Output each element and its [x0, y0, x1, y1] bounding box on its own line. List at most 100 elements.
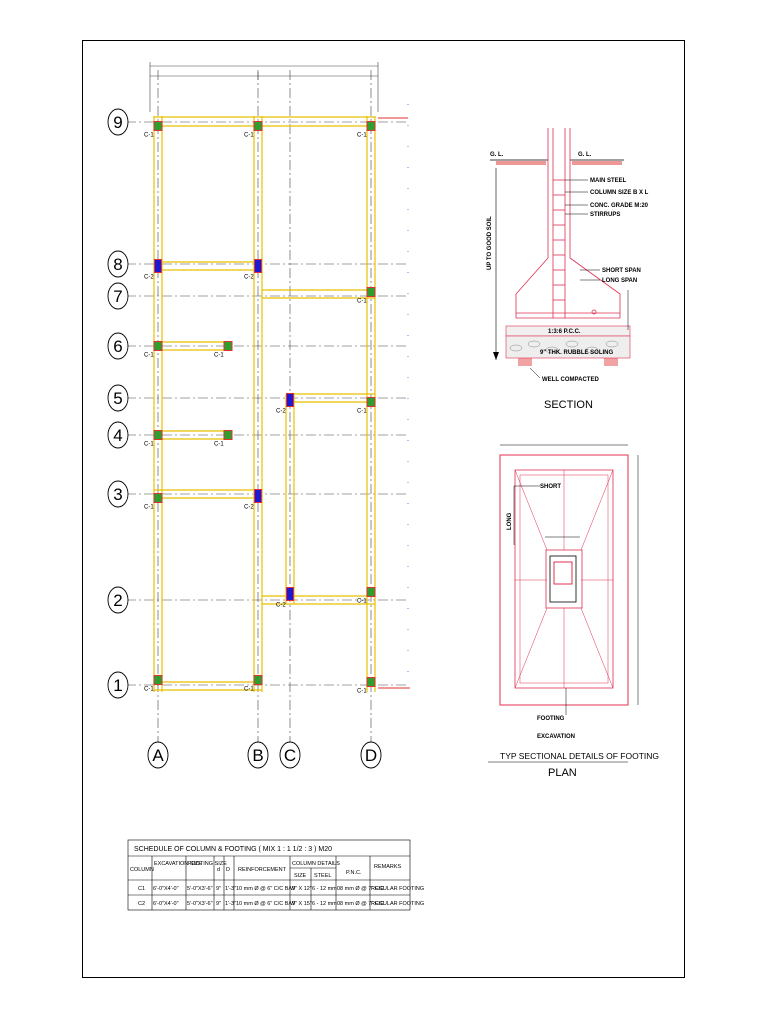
column-tag: C-1: [144, 687, 154, 693]
top-dimension: [149, 62, 379, 112]
column-c1: C-1: [214, 430, 233, 448]
column-c1: C-1: [144, 341, 163, 359]
table-cell: 6'-0"X4'-0": [153, 886, 179, 892]
table-cell: 5'-0"X3'-6": [187, 901, 213, 907]
gl-left-label: G. L.: [490, 152, 504, 158]
section-detail: [490, 128, 631, 379]
section-label-main-steel: MAIN STEEL: [590, 178, 627, 184]
grid-bubble-row-1: 1: [107, 671, 129, 699]
column-tag: C-2: [144, 275, 154, 281]
column-c1: C-1: [357, 677, 376, 695]
section-label-long-span: LONG SPAN: [602, 278, 637, 284]
table-cell: 9": [216, 901, 221, 907]
grid-col-label: D: [365, 746, 377, 765]
section-label-stirrups: STIRRUPS: [590, 212, 620, 218]
column-tag: C-1: [214, 442, 224, 448]
grid-row-label: 9: [113, 113, 122, 132]
table-cell: REGULAR FOOTING: [371, 901, 424, 907]
plan-excavation-label: EXCAVATION: [537, 734, 575, 740]
column-tag: C-1: [357, 133, 367, 139]
grid-row-label: 6: [113, 337, 122, 356]
column-tag: C-1: [357, 299, 367, 305]
grid-col-label: B: [252, 746, 263, 765]
column-c1: C-1: [357, 397, 376, 415]
plan-title: PLAN: [548, 767, 577, 779]
column-c2: C-2: [276, 587, 294, 609]
column-tag: C-1: [357, 689, 367, 695]
table-cell: 9": [216, 886, 221, 892]
grid-row-label: 4: [113, 426, 122, 445]
column-tag: C-2: [244, 275, 254, 281]
table-cell: REGULAR FOOTING: [371, 886, 424, 892]
column-tag: C-2: [244, 505, 254, 511]
column-c1: C-1: [144, 675, 163, 693]
column-tag: C-1: [357, 599, 367, 605]
column-c1: C-1: [144, 493, 163, 511]
column-c2: C-2: [244, 259, 262, 281]
table-cell: 10 mm Ø @ 6" C/C B/W: [236, 901, 296, 907]
table-cell: 10 mm Ø @ 6" C/C B/W: [236, 886, 296, 892]
column-tag: C-1: [144, 353, 154, 359]
section-title: SECTION: [544, 399, 593, 411]
grid-bubble-col-B: B: [247, 741, 269, 769]
plan-footing-label: FOOTING: [537, 716, 565, 722]
table-row: C1 6'-0"X4'-0" 5'-0"X3'-6" 9" 1'-3" 10 m…: [138, 886, 424, 892]
plan-detail: [488, 444, 639, 763]
grid-col-label: A: [152, 746, 164, 765]
red-extensions: [378, 117, 410, 689]
grid-row-label: 2: [113, 591, 122, 610]
column-c2: C-2: [276, 393, 294, 415]
column-c1: C-1: [357, 287, 376, 305]
section-label-short-span: SHORT SPAN: [602, 268, 641, 274]
column-c1: C-1: [214, 341, 233, 359]
schedule-header-pnc: P.N.C.: [346, 870, 362, 876]
compacted-label: WELL COMPACTED: [542, 377, 599, 383]
column-tag: C-1: [144, 442, 154, 448]
column-tag: C-1: [214, 353, 224, 359]
schedule-header-excavation: EXCAVATION SIZE: [154, 861, 202, 867]
column-c1: C-1: [144, 121, 163, 139]
column-c1: C-1: [244, 121, 263, 139]
table-cell: 08 mm Ø @ 7" C/C: [337, 901, 384, 907]
grid-row-label: 1: [113, 676, 122, 695]
plan-short-label: SHORT: [540, 484, 561, 490]
table-cell: 9" X 12": [292, 886, 312, 892]
section-label-conc-grade: CONC. GRADE M:20: [590, 203, 649, 209]
depth-label: UP TO GOOD SOIL: [487, 216, 493, 270]
column-c2: C-2: [144, 259, 162, 281]
column-tag: C-1: [357, 409, 367, 415]
column-tag: C-2: [276, 409, 286, 415]
grid-bubble-row-2: 2: [107, 586, 129, 614]
grid-bubble-row-3: 3: [107, 480, 129, 508]
grid-bubble-row-5: 5: [107, 384, 129, 412]
table-cell: 6 - 12 mm: [312, 901, 337, 907]
schedule-header-remarks: REMARKS: [374, 864, 402, 870]
schedule-header-d-large: D: [226, 867, 230, 873]
schedule-header-footing: FOOTING SIZE: [188, 861, 227, 867]
table-cell: C2: [138, 901, 145, 907]
grid-bubble-col-C: C: [279, 741, 301, 769]
table-cell: 9" X 15": [292, 901, 312, 907]
table-cell: 6 - 12 mm: [312, 886, 337, 892]
schedule-header-reinforcement: REINFORCEMENT: [238, 867, 287, 873]
schedule-header-d-small: d: [217, 867, 220, 873]
grid-bubble-col-D: D: [360, 741, 382, 769]
schedule-header-column: COLUMN: [130, 867, 154, 873]
column-tag: C-1: [144, 505, 154, 511]
plan-subtitle: TYP SECTIONAL DETAILS OF FOOTING: [500, 751, 659, 761]
column-tag: C-1: [244, 687, 254, 693]
grid-bubble-row-8: 8: [107, 250, 129, 278]
schedule-title: SCHEDULE OF COLUMN & FOOTING ( MIX 1 : 1…: [134, 846, 332, 853]
grid-lines: [126, 70, 408, 742]
grid-bubble-row-9: 9: [107, 108, 129, 136]
grid-bubble-row-7: 7: [107, 282, 129, 310]
table-cell: 1'-3": [225, 886, 236, 892]
pcc-label: 1:3:6 P.C.C.: [548, 329, 581, 335]
schedule-subheader-steel: STEEL: [314, 873, 331, 879]
grid-bubble-row-4: 4: [107, 421, 129, 449]
column-c1: C-1: [357, 587, 376, 605]
